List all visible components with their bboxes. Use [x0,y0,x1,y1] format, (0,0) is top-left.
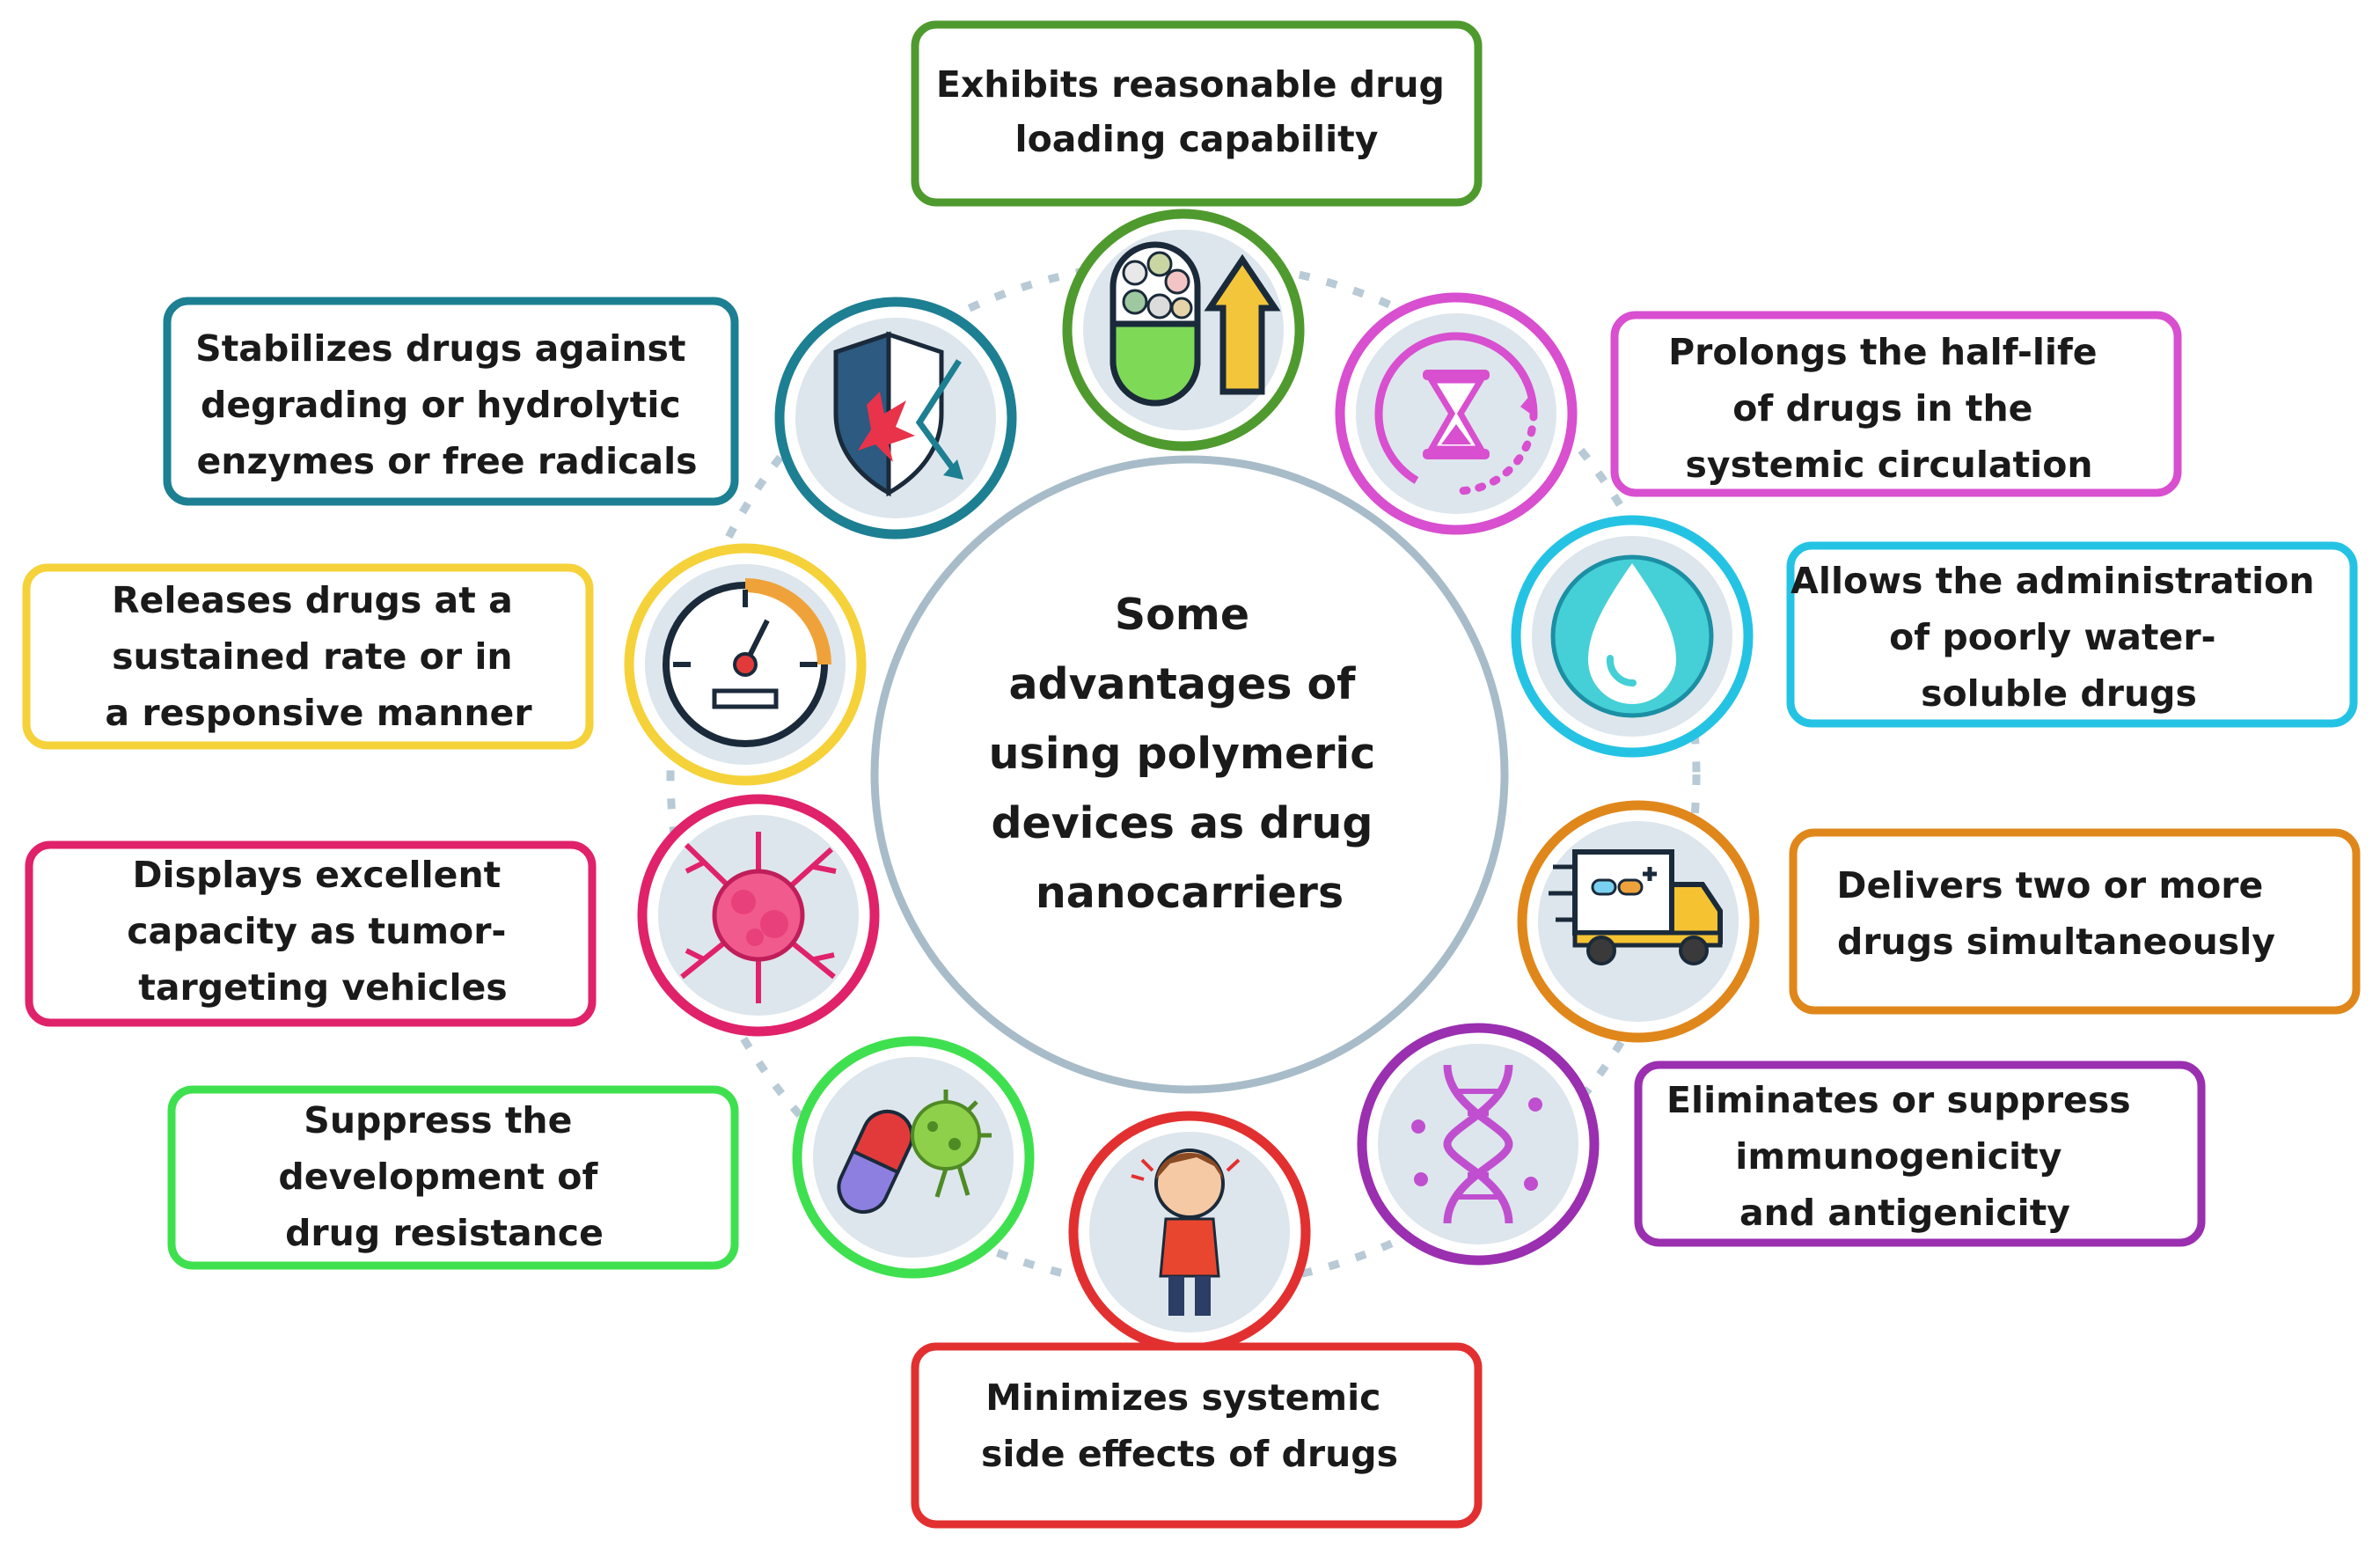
advantage-box-loading: Exhibits reasonable drug loading capabil… [911,20,1483,207]
advantage-text-line: of poorly water- [1889,616,2215,658]
water-drop-icon [1511,515,1754,758]
svg-text:Exhibits reasonable drug: Exhibits reasonable drug loading capabil… [936,63,1457,160]
advantage-text-line: drugs simultaneously [1837,921,2275,963]
advantage-text-line: capacity as tumor- [127,910,506,952]
advantage-text-line: Displays excellent [132,854,501,896]
advantage-text-line: and antigenicity [1739,1192,2070,1234]
advantage-text-line: Delivers two or more [1836,864,2263,906]
advantage-text-line: Exhibits reasonable drug [936,63,1445,106]
svg-text:Releases drugs at a sust: Releases drugs at a sustained rate or in… [105,579,532,734]
advantage-text-line: systemic circulation [1685,444,2092,486]
svg-text:Minimizes systemic side: Minimizes systemic side effects of drugs [981,1376,1398,1475]
advantage-box-tumor: Displays excellent capacity as tumor- ta… [25,840,597,1027]
center-line: using polymeric [989,729,1376,779]
svg-text:Delivers two or more dru: Delivers two or more drugs simultaneousl… [1836,864,2275,963]
advantage-text-line: drug resistance [285,1212,604,1254]
advantage-box-water-soluble: Allows the administration of poorly wate… [1786,541,2358,728]
svg-text:Displays excellent capac: Displays excellent capacity as tumor- ta… [127,854,518,1009]
advantage-box-sustained: Releases drugs at a sustained rate or in… [22,563,594,750]
svg-text:Eliminates or suppress i: Eliminates or suppress immunogenicity an… [1666,1079,2143,1234]
advantage-box-resistance: Suppress the development of drug resista… [167,1085,739,1270]
dna-icon [1357,1023,1600,1266]
advantage-text-line: development of [278,1156,598,1198]
center-circle: Some advantages of using polymeric devic… [870,455,1509,1094]
advantage-text-line: Minimizes systemic [985,1376,1380,1419]
center-line: devices as drug [991,798,1373,848]
center-line: advantages of [1008,659,1356,709]
advantage-text-line: Allows the administration [1790,560,2314,602]
shield-icon [774,297,1017,539]
advantage-text-line: degrading or hydrolytic [201,384,681,426]
advantage-box-side-effects: Minimizes systemic side effects of drugs [911,1342,1483,1529]
advantage-box-half-life: Prolongs the half-life of drugs in the s… [1610,311,2182,497]
advantage-text-line: a responsive manner [105,692,532,734]
center-title: Some advantages of using polymeric devic… [989,590,1391,918]
connector-ring [666,257,1701,1292]
advantage-box-stabilize: Stabilizes drugs against degrading or hy… [163,297,739,506]
advantage-text-line: Suppress the [304,1099,572,1141]
advantage-text-line: enzymes or free radicals [196,440,697,482]
center-line: Some [1115,590,1249,640]
advantage-text-line: Releases drugs at a [112,579,513,621]
tumor-icon [637,794,880,1037]
advantage-text-line: of drugs in the [1732,387,2032,429]
advantage-box-multi-drug: Delivers two or more drugs simultaneousl… [1789,828,2361,1015]
delivery-truck-icon [1517,800,1760,1043]
capsule-loading-icon [1062,209,1305,451]
advantage-text-line: Eliminates or suppress [1666,1079,2131,1121]
headache-person-icon [1068,1111,1311,1354]
advantage-text-line: Prolongs the half-life [1668,331,2098,373]
svg-text:Suppress the development: Suppress the development of drug resista… [278,1099,610,1254]
advantage-text-line: loading capability [1015,118,1379,160]
advantage-text-line: soluble drugs [1921,672,2197,715]
svg-text:Allows the administration: Allows the administration of poorly wate… [1790,560,2327,715]
hourglass-icon [1335,292,1578,535]
svg-text:Stabilizes drugs against: Stabilizes drugs against degrading or hy… [195,327,699,482]
center-line: nanocarriers [1036,868,1344,918]
svg-text:Prolongs the half-life o: Prolongs the half-life of drugs in the s… [1668,331,2110,486]
gauge-icon [624,543,867,786]
advantage-text-line: immunogenicity [1735,1135,2061,1178]
advantage-text-line: Stabilizes drugs against [195,327,685,370]
advantage-text-line: side effects of drugs [981,1433,1398,1475]
advantage-box-immunogenicity: Eliminates or suppress immunogenicity an… [1634,1061,2206,1247]
advantage-text-line: targeting vehicles [138,966,507,1009]
advantage-text-line: sustained rate or in [112,635,512,678]
pill-virus-icon [792,1036,1035,1279]
